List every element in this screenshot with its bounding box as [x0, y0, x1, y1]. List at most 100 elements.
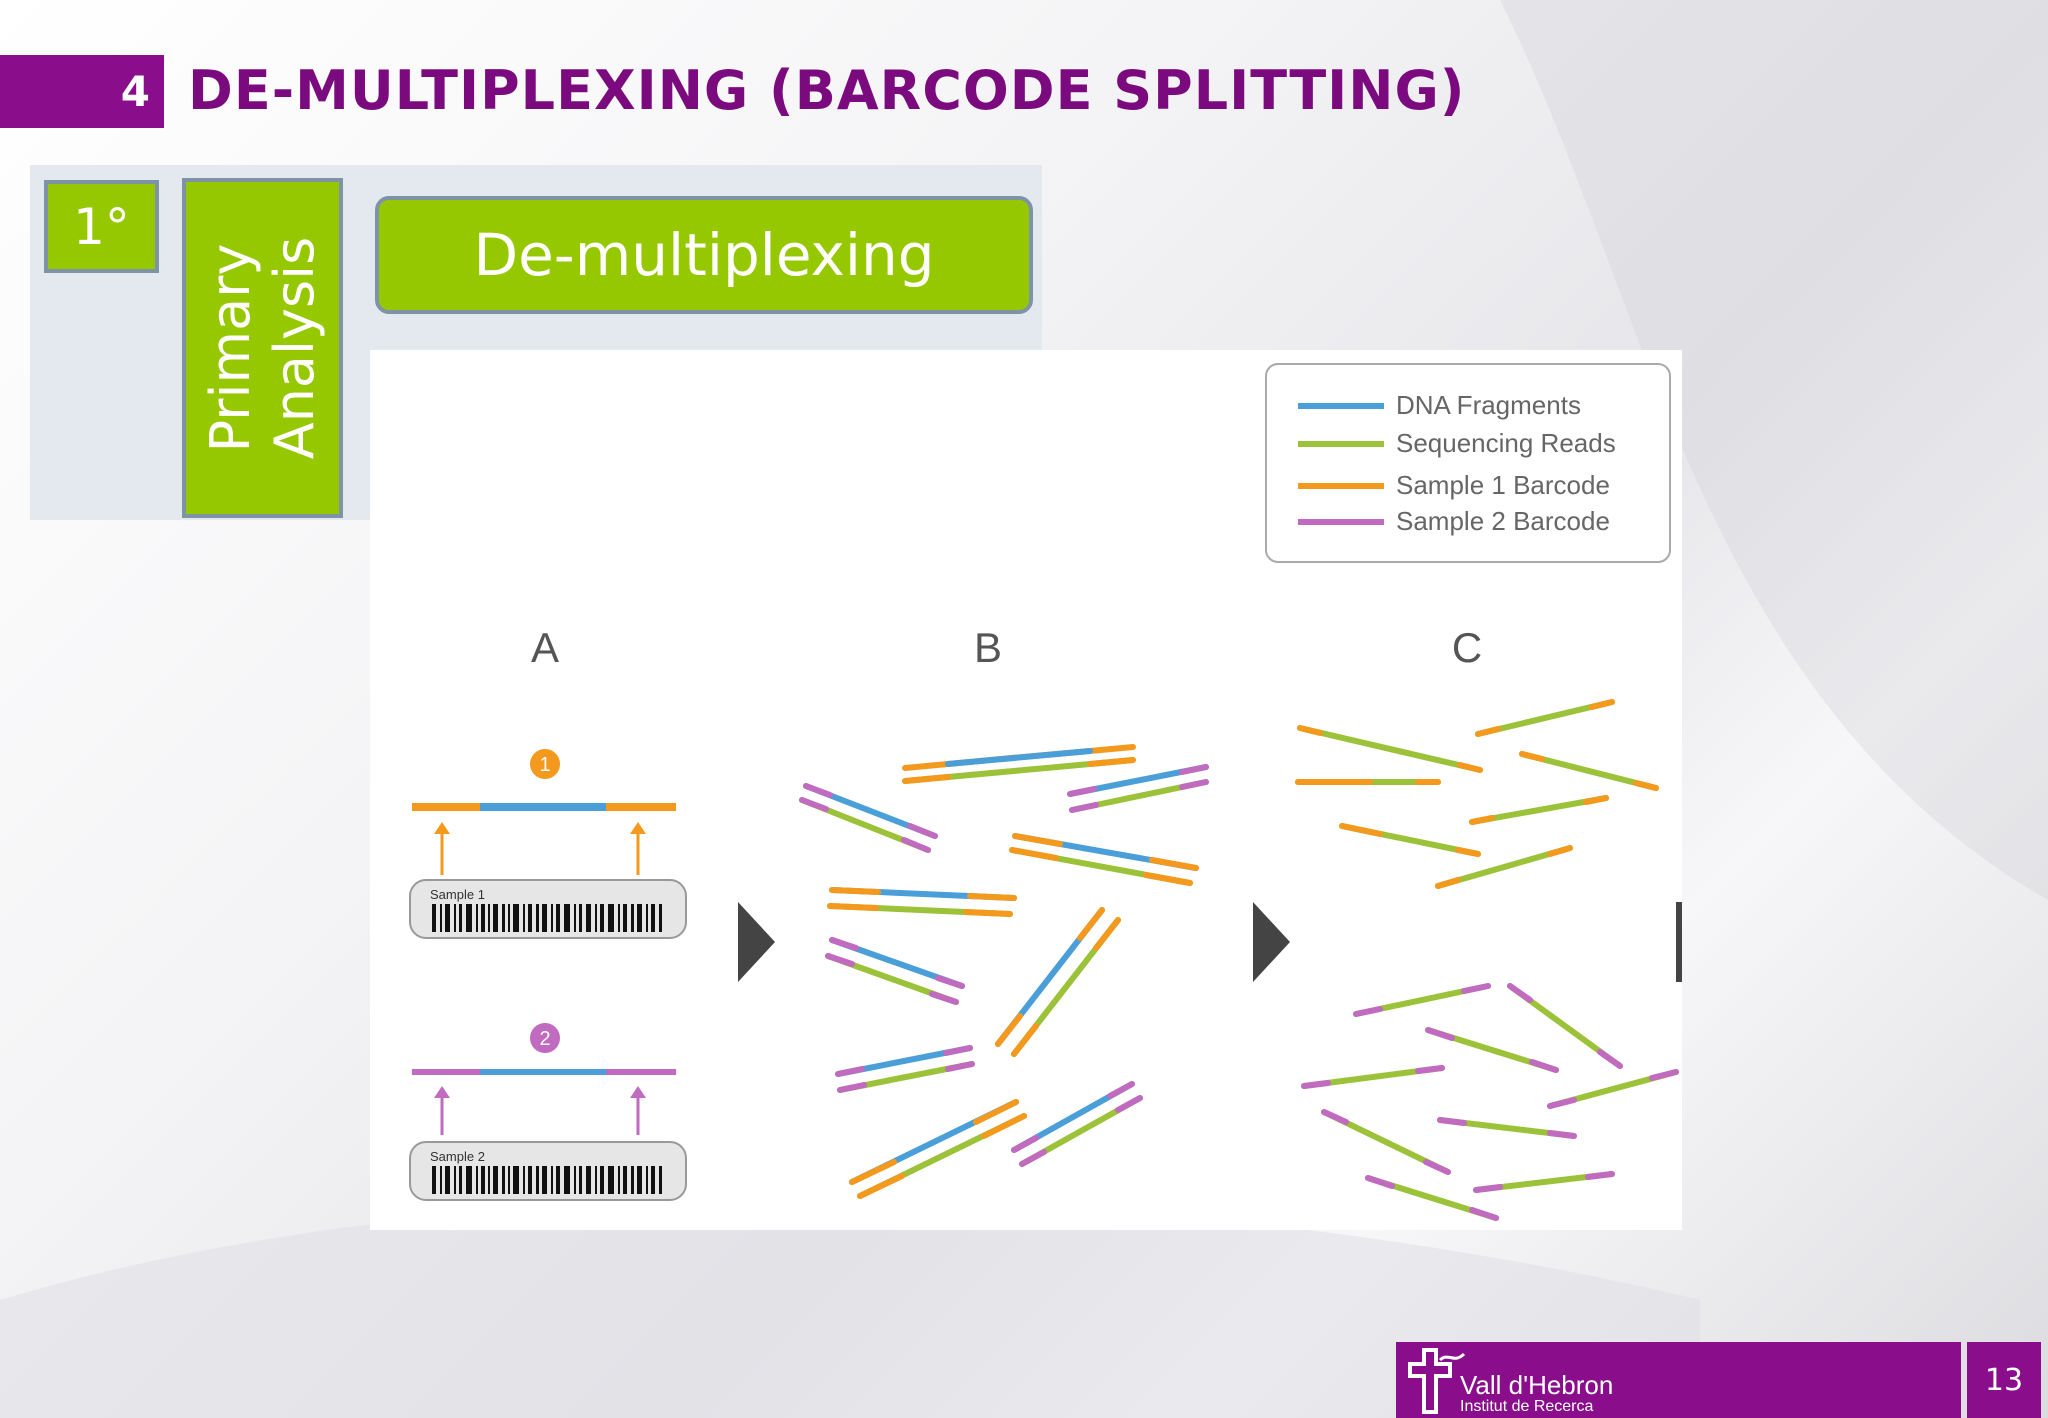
read-b10-bottom-right	[1115, 1095, 1143, 1113]
read-b1-bottom-right	[1087, 757, 1136, 767]
read-b9-bottom-right	[981, 1113, 1027, 1139]
read-b7-left-bottom	[995, 1013, 1023, 1047]
slide-title: DE-MULTIPLEXING (BARCODE SPLITTING)	[188, 59, 1466, 122]
read-pair-b8	[835, 1045, 975, 1093]
read-c1-1-right	[1457, 762, 1483, 773]
step-badge: 1°	[44, 180, 159, 273]
read-b2-bottom-right	[901, 837, 931, 853]
read-b4-bottom-left	[1009, 847, 1059, 861]
read-b9-bottom-left	[857, 1173, 905, 1199]
barcode-card-1	[409, 879, 687, 939]
read-b9-top-right	[973, 1099, 1019, 1125]
read-b10-top-left	[1011, 1135, 1039, 1153]
read-pair-b5	[827, 887, 1017, 917]
read-c2-7-left	[1437, 1117, 1467, 1126]
read-b3-bottom-right	[1179, 779, 1209, 790]
barcode-label-2: Sample 2	[430, 1149, 485, 1164]
read-pair-b7	[995, 907, 1121, 1057]
read-c2-4-right	[1415, 1065, 1445, 1074]
read-c2-5-right	[1649, 1069, 1679, 1081]
read-c1-4-right	[1633, 780, 1659, 791]
read-pair-b3	[1067, 764, 1209, 813]
read-c2-7-right	[1547, 1130, 1577, 1139]
read-c2-3-left	[1425, 1027, 1455, 1041]
read-b8-top-left	[835, 1066, 865, 1077]
read-b6-bottom-right	[929, 991, 959, 1005]
legend-label-sample1: Sample 1 Barcode	[1396, 470, 1610, 500]
read-b5-top-right	[967, 893, 1017, 901]
panel-a-sample-2: 2 Sample 2	[409, 1023, 687, 1201]
barcode-card-2	[409, 1141, 687, 1201]
read-pair-b6	[825, 937, 965, 1005]
read-b9-top-left	[849, 1159, 897, 1185]
panel-c-sample-2-reads	[1301, 983, 1679, 1221]
arrow-2-right-head	[630, 1086, 646, 1098]
read-b5-bottom-right	[963, 909, 1013, 917]
read-b2-bottom-left	[799, 797, 829, 812]
read-b4-top-left	[1012, 833, 1063, 847]
legend-box	[1265, 363, 1671, 563]
footer-logo: Vall d'Hebron Institut de Recerca	[1396, 1342, 1961, 1418]
read-b6-top-right	[935, 975, 965, 989]
arrow-c-edge	[1676, 902, 1682, 982]
read-b8-top-right	[943, 1045, 973, 1056]
read-c1-5-left	[1469, 815, 1495, 825]
logo-subtitle: Institut de Recerca	[1460, 1398, 1594, 1415]
logo-name: Vall d'Hebron	[1460, 1370, 1614, 1400]
read-c1-5-right	[1583, 795, 1609, 805]
read-b7-right-bottom	[1011, 1023, 1039, 1057]
panel-c-sample-1-reads	[1295, 699, 1659, 889]
category-line-2: Analysis	[262, 236, 326, 460]
read-b10-bottom-left	[1019, 1149, 1047, 1167]
read-c1-2-right	[1589, 699, 1615, 710]
read-pair-b4	[1009, 833, 1199, 886]
panel-label-c: C	[1452, 624, 1482, 671]
read-c2-8-left	[1365, 1175, 1395, 1189]
read-c1-6-right	[1455, 847, 1481, 857]
legend-label-sample2: Sample 2 Barcode	[1396, 506, 1610, 536]
read-pair-b9	[849, 1099, 1027, 1199]
read-b3-top-left	[1067, 786, 1097, 797]
read-c2-9-left	[1473, 1184, 1503, 1193]
read-c2-1-left	[1353, 1006, 1383, 1017]
panel-label-a: A	[531, 624, 559, 671]
read-c2-8-right	[1469, 1207, 1499, 1221]
read-b4-top-right	[1149, 857, 1199, 871]
panel-a-sample-1: 1 Sample 1	[409, 749, 687, 939]
read-b1-bottom-left	[902, 774, 951, 784]
read-b10-top-right	[1107, 1081, 1135, 1099]
read-b2-top-right	[907, 823, 938, 839]
read-b3-bottom-left	[1069, 802, 1099, 813]
legend-label-dna: DNA Fragments	[1396, 390, 1581, 420]
read-c2-1-right	[1461, 983, 1491, 994]
barcode-label-1: Sample 1	[430, 887, 485, 902]
cross-logo-icon	[1408, 1348, 1466, 1414]
panel-b-reads	[799, 744, 1209, 1199]
marker-2-label: 2	[539, 1028, 550, 1050]
read-b5-top-left	[829, 887, 881, 895]
read-b4-bottom-right	[1143, 872, 1193, 886]
read-b6-top-left	[829, 937, 859, 951]
read-c1-7-right	[1547, 845, 1573, 857]
read-b1-top-dna	[945, 748, 1093, 767]
read-b3-top-right	[1179, 764, 1209, 775]
read-b5-bottom-left	[827, 903, 879, 911]
analysis-category-label: Primary Analysis	[199, 237, 327, 460]
legend: DNA Fragments Sequencing Reads Sample 1 …	[1265, 363, 1671, 563]
read-pair-b10	[1011, 1081, 1143, 1167]
read-c1-1	[1297, 725, 1483, 773]
read-c1-1-left	[1297, 725, 1323, 736]
arrow-1-right-head	[630, 822, 646, 834]
read-c1-4-left	[1519, 751, 1545, 762]
legend-label-reads: Sequencing Reads	[1396, 428, 1616, 458]
barcode-bars-1	[432, 904, 662, 932]
arrow-b-to-c	[1253, 902, 1290, 982]
arrow-a-to-b	[738, 902, 775, 982]
marker-2	[530, 1023, 560, 1053]
read-pair-b1	[902, 744, 1136, 784]
read-b8-bottom-left	[837, 1082, 867, 1093]
read-c2-2-left	[1507, 983, 1533, 1003]
barcode-bars-2	[432, 1166, 662, 1194]
read-c2-6-right	[1423, 1159, 1451, 1175]
read-pair-b2	[799, 783, 938, 853]
